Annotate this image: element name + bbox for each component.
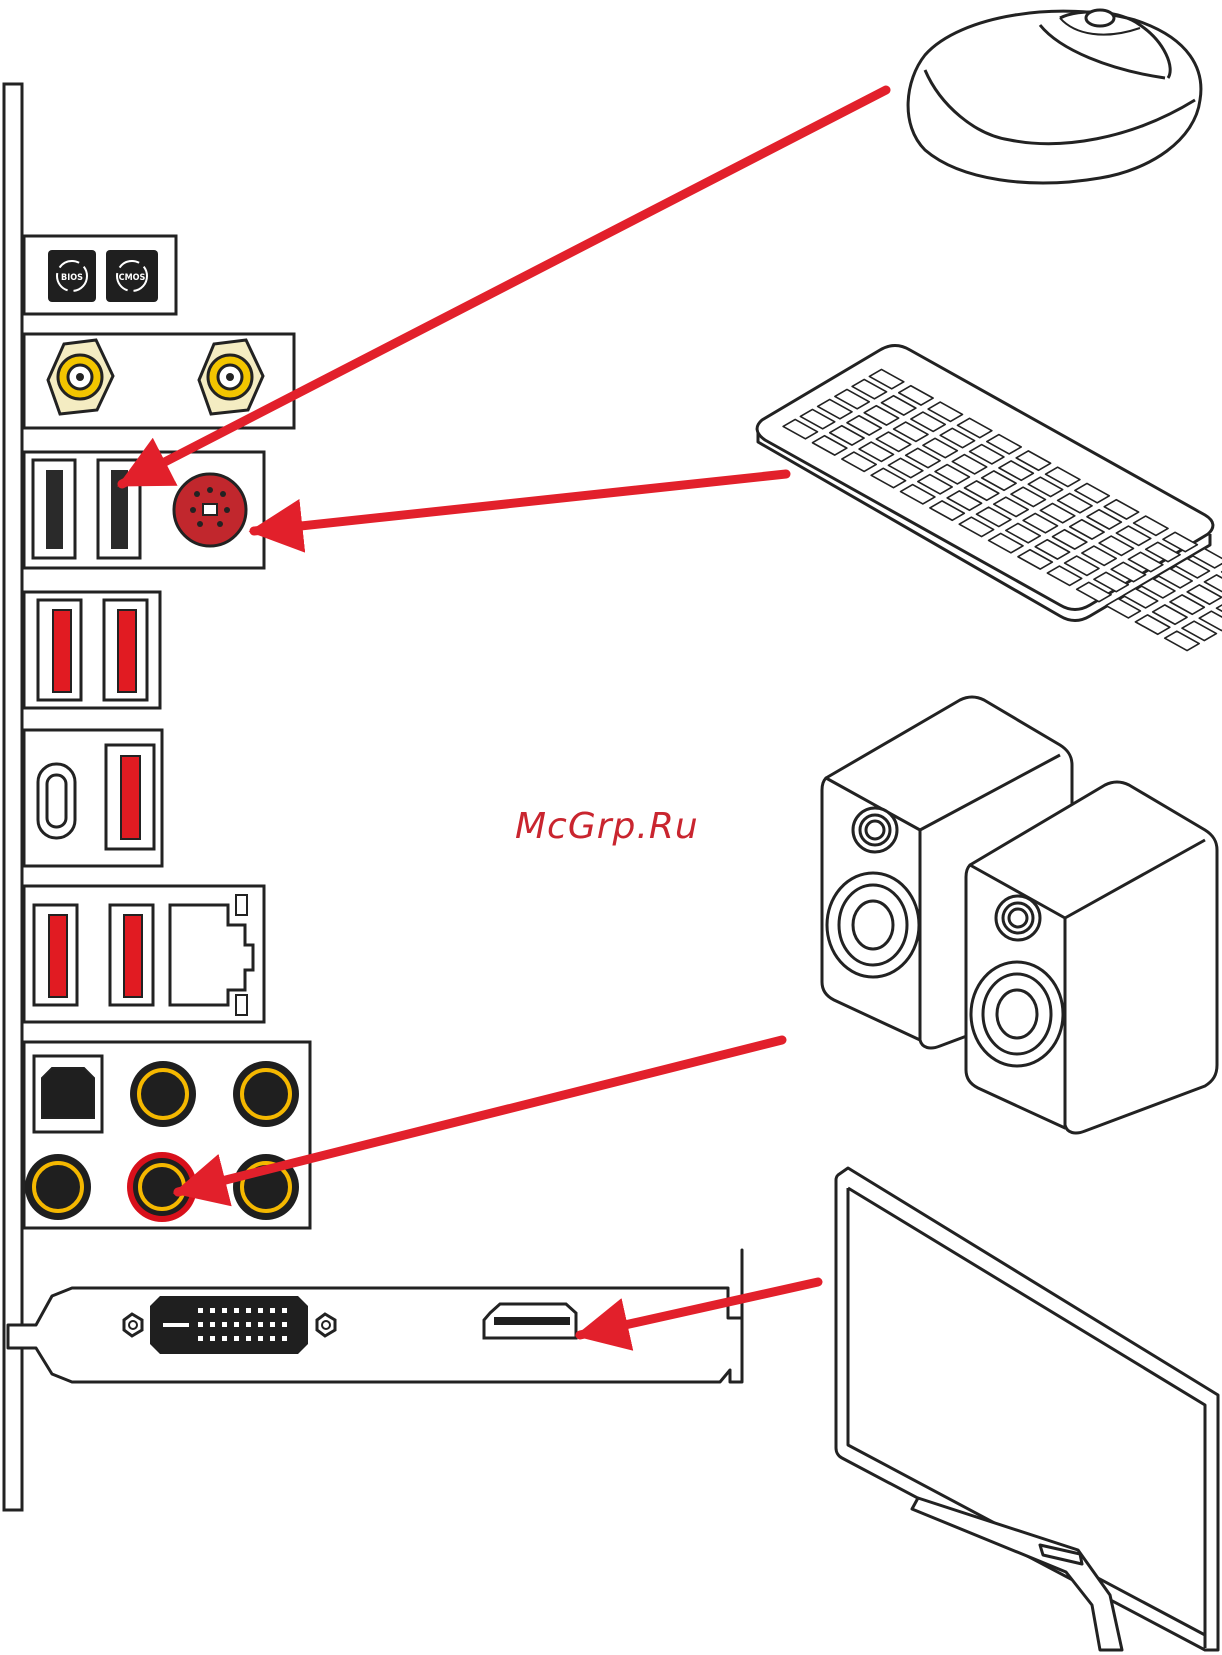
cmos-label: CMOS [119,273,146,283]
ps2-port[interactable] [174,474,246,546]
io-bracket [4,84,22,1510]
usb2-port-1[interactable] [33,460,75,558]
clear-cmos-button[interactable]: CMOS [106,250,158,302]
mouse-icon [908,10,1201,183]
usb-c-port[interactable] [38,764,75,838]
audio-block [24,1042,310,1228]
usb3-port-b[interactable] [106,745,154,849]
keyboard-icon [757,346,1222,651]
audio-jack-top-right[interactable] [233,1061,299,1127]
usb3-port-a1[interactable] [38,600,81,700]
bios-label: BIOS [61,273,83,283]
graphics-card-bracket [8,1250,742,1382]
usb3-block-a [24,592,160,708]
arrow-keyboard-to-ps2 [254,474,786,531]
button-block: BIOS CMOS [24,236,176,314]
usb-lan-block [24,886,264,1022]
monitor-icon [836,1168,1218,1650]
optical-out-port[interactable] [34,1056,102,1132]
flash-bios-button[interactable]: BIOS [48,250,96,302]
usb3-port-c1[interactable] [34,905,77,1005]
hdmi-port[interactable] [484,1304,576,1338]
usb3-port-c2[interactable] [110,905,153,1005]
watermark: McGrp.Ru [515,806,699,847]
usbc-usb-block [24,730,162,866]
lan-port[interactable] [170,895,253,1015]
usb3-port-a2[interactable] [104,600,147,700]
speakers-icon [822,697,1217,1133]
audio-jack-bottom-left[interactable] [25,1154,91,1220]
dvi-port[interactable] [124,1296,335,1354]
audio-jack-top-middle[interactable] [130,1061,196,1127]
